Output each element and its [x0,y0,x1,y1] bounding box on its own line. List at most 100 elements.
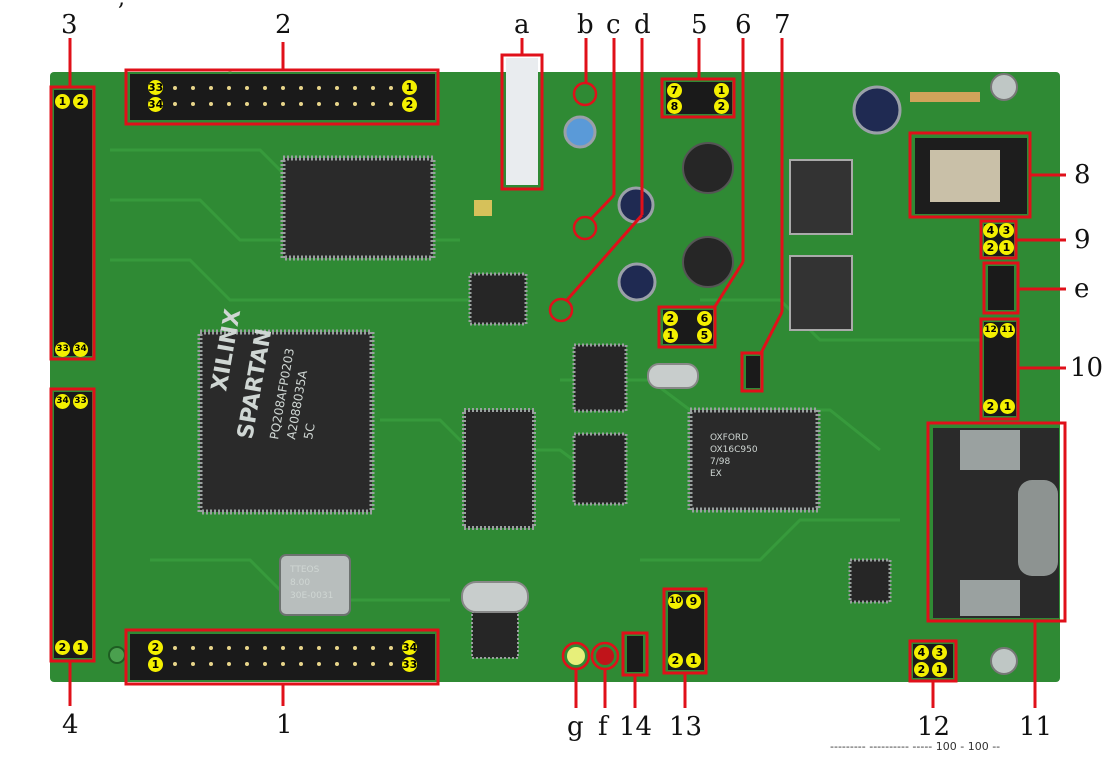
callout-a: a [514,10,530,40]
capacitor-1 [617,186,655,224]
oscillator [279,554,351,616]
small-chip [468,272,528,326]
pin-marker: 34 [402,640,418,655]
uart-line-3: 7/98 [710,457,730,467]
led-f [596,647,614,665]
pin-marker: 1 [999,240,1014,255]
footer-note: --------- ---------- ----- 100 - 100 -- [830,740,1001,753]
connector-4-outline [49,387,96,663]
connector-1-pins [173,646,393,666]
pin-marker: 1 [148,657,163,672]
tantalum-cap [474,200,492,216]
osc-line-1: TTEOS [289,565,320,575]
pin-marker: 8 [667,99,682,114]
pin-marker: 2 [668,653,683,668]
callout-6: 6 [735,10,752,40]
pin-marker: 2 [983,399,998,414]
capacitor-big [852,85,902,135]
leader-lines [68,38,1066,708]
osc-line-2: 8.00 [290,578,310,588]
pin-marker: 7 [667,83,682,98]
serial-screw-top [960,430,1020,470]
callout-g: g [567,712,584,742]
pin-marker: 2 [402,97,417,112]
soic-chip-1 [572,343,628,413]
callout-b: b [577,10,594,40]
callout-13: 13 [669,712,703,742]
pin-marker: 33 [55,342,70,357]
soic-chip-2 [572,432,628,506]
callout-12: 12 [917,712,951,742]
pin-marker: 33 [148,80,164,95]
crystal-1 [461,581,529,613]
pin-marker: 9 [686,594,701,609]
fpga-chip [197,329,375,515]
regulator-1 [789,159,853,235]
item-11-outline [926,421,1067,623]
header-6-outline [657,305,717,349]
osc-line-3: 30E-0031 [290,591,333,601]
pin-marker: 2 [73,94,88,109]
cpld-chip [280,155,436,261]
regulator-2 [789,255,853,331]
pin-marker: 2 [914,662,929,677]
pin-marker: 34 [55,394,70,409]
fpga-line-5: 5C [301,422,318,440]
uart-line-4: EX [710,469,722,479]
callout-10: 10 [1070,353,1104,383]
pin-marker: 1 [714,83,729,98]
mounting-hole-bl [108,646,126,664]
callout-3: 3 [61,10,78,40]
mounting-hole-br [990,647,1018,675]
serial-screw-bottom [960,580,1020,616]
callout-8: 8 [1074,160,1091,190]
jumper-7-outline [740,351,764,393]
callout-5: 5 [691,10,708,40]
capacitor-blue [563,115,597,149]
pin-marker: 3 [999,223,1014,238]
pin-marker: 33 [402,657,418,672]
mounting-hole-tr [990,73,1018,101]
inductor-2 [682,236,734,288]
callout-4: 4 [62,710,79,740]
uart-chip [687,407,821,513]
callout-e: e [1074,274,1090,304]
pin-marker: 33 [73,394,88,409]
testpoint-d [548,297,574,323]
pin-marker: 1 [663,328,678,343]
pin-marker: 2 [663,311,678,326]
power-jack-pin [930,150,1000,202]
pin-marker: 2 [714,99,729,114]
pin-marker: 1 [686,653,701,668]
pin-marker: 1 [402,80,417,95]
connector-3-outline [49,85,96,361]
pin-marker: 5 [697,328,712,343]
jumper-14-body [627,636,643,672]
resistor [910,92,980,102]
connector-4-body [54,392,92,658]
crystal-2 [647,363,699,389]
callout-c: c [606,10,621,40]
pin-marker: 6 [697,311,712,326]
ram-chip [462,408,536,530]
jumper-7-body [746,356,760,388]
pin-marker: 12 [983,323,998,338]
pin-marker: 34 [73,342,88,357]
inductor-1 [682,142,734,194]
capacitor-2 [617,262,657,302]
pin-marker: 34 [148,97,164,112]
pin-marker: 1 [1000,399,1015,414]
pin-marker: 1 [73,640,88,655]
connector-2-pins [173,86,393,106]
serial-shell [1018,480,1058,576]
pin-marker: 11 [1000,323,1015,338]
pin-marker: 2 [55,640,70,655]
pin-marker: 4 [914,645,929,660]
callout-f: f [598,712,608,742]
bottom-chip [471,611,519,659]
driver-chip [848,558,892,604]
led-g [567,647,585,665]
testpoint-c [572,215,598,241]
